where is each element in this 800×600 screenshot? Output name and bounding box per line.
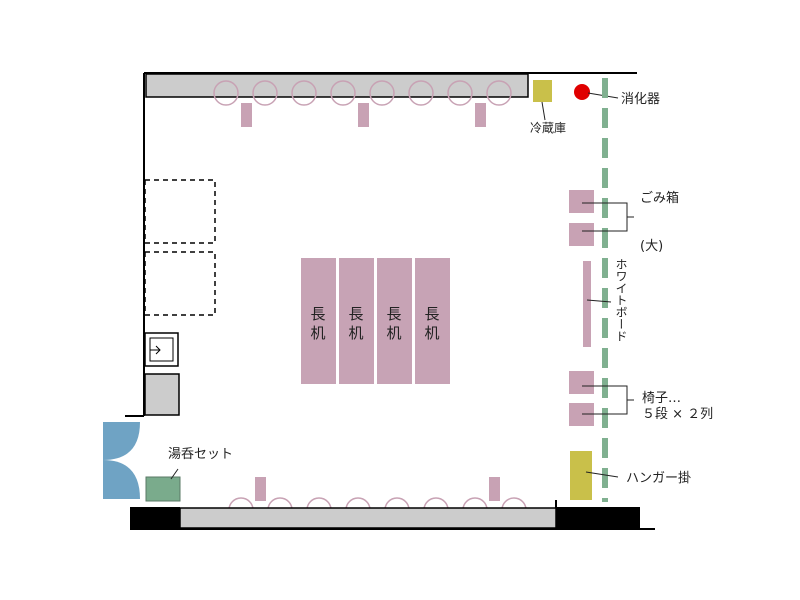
- chair: [252, 80, 278, 106]
- bottom-counter: [179, 507, 557, 529]
- door-icon: [103, 422, 140, 499]
- chair: [213, 80, 239, 106]
- hanger-rack: [570, 451, 592, 500]
- long-table-label-top: 長: [424, 305, 439, 323]
- whiteboard-leader: [586, 299, 612, 303]
- top-chairs: [213, 80, 512, 106]
- tea-set-leader: [170, 468, 179, 480]
- sink-cabinet: [144, 373, 180, 416]
- stool: [489, 477, 500, 501]
- top-stools: [241, 103, 486, 127]
- chair-stacks: [569, 371, 634, 426]
- stool: [358, 103, 369, 127]
- dashed-area-lower: [144, 251, 216, 316]
- chair: [447, 80, 473, 106]
- long-table-label-bottom: 机: [310, 324, 325, 342]
- long-table-label-bottom: 机: [386, 324, 401, 342]
- fridge: [533, 80, 552, 102]
- trash-bin: [569, 190, 594, 213]
- trash-label-line1: ごみ箱: [640, 190, 679, 206]
- trash-label-line2: (大): [640, 239, 663, 254]
- long-table-label-top: 長: [348, 305, 363, 323]
- fridge-label: 冷蔵庫: [530, 121, 566, 135]
- chairs-label-line2: ５段 × ２列: [642, 407, 713, 422]
- bottom-wall-block-left: [130, 507, 180, 529]
- trash-bins: [569, 190, 634, 246]
- chair: [369, 80, 395, 106]
- whiteboard: [583, 261, 591, 347]
- chair: [408, 80, 434, 106]
- hanger-label: ハンガー掛: [626, 471, 691, 486]
- long-tables: 長 机 長 机 長 机 長 机: [301, 258, 450, 384]
- long-table: 長 机: [339, 258, 374, 384]
- bottom-stools: [255, 477, 500, 501]
- stool: [241, 103, 252, 127]
- extinguisher: [574, 84, 590, 100]
- long-table: 長 机: [301, 258, 336, 384]
- chair-stack: [569, 371, 594, 394]
- whiteboard-label: ホワイトボード: [614, 258, 628, 342]
- sink-icon: [144, 332, 179, 367]
- stool: [475, 103, 486, 127]
- bottom-wall-block-right: [556, 507, 640, 529]
- chair: [330, 80, 356, 106]
- long-table: 長 机: [377, 258, 412, 384]
- chair-stack: [569, 403, 594, 426]
- top-counter: [145, 73, 529, 98]
- fridge-leader: [541, 101, 546, 121]
- long-table-label-top: 長: [386, 305, 401, 323]
- long-table-label-top: 長: [310, 305, 325, 323]
- dashed-area-upper: [144, 179, 216, 244]
- tea-set: [145, 476, 181, 502]
- extinguisher-label: 消化器: [621, 92, 660, 107]
- tea-set-label: 湯呑セット: [168, 447, 233, 462]
- hanger-leader: [585, 471, 619, 478]
- chair: [486, 80, 512, 106]
- stool: [255, 477, 266, 501]
- trash-bin: [569, 223, 594, 246]
- chairs-label-line1: 椅子…: [642, 391, 681, 406]
- long-table: 長 机: [415, 258, 450, 384]
- long-table-label-bottom: 机: [348, 324, 363, 342]
- long-table-label-bottom: 机: [424, 324, 439, 342]
- chair: [291, 80, 317, 106]
